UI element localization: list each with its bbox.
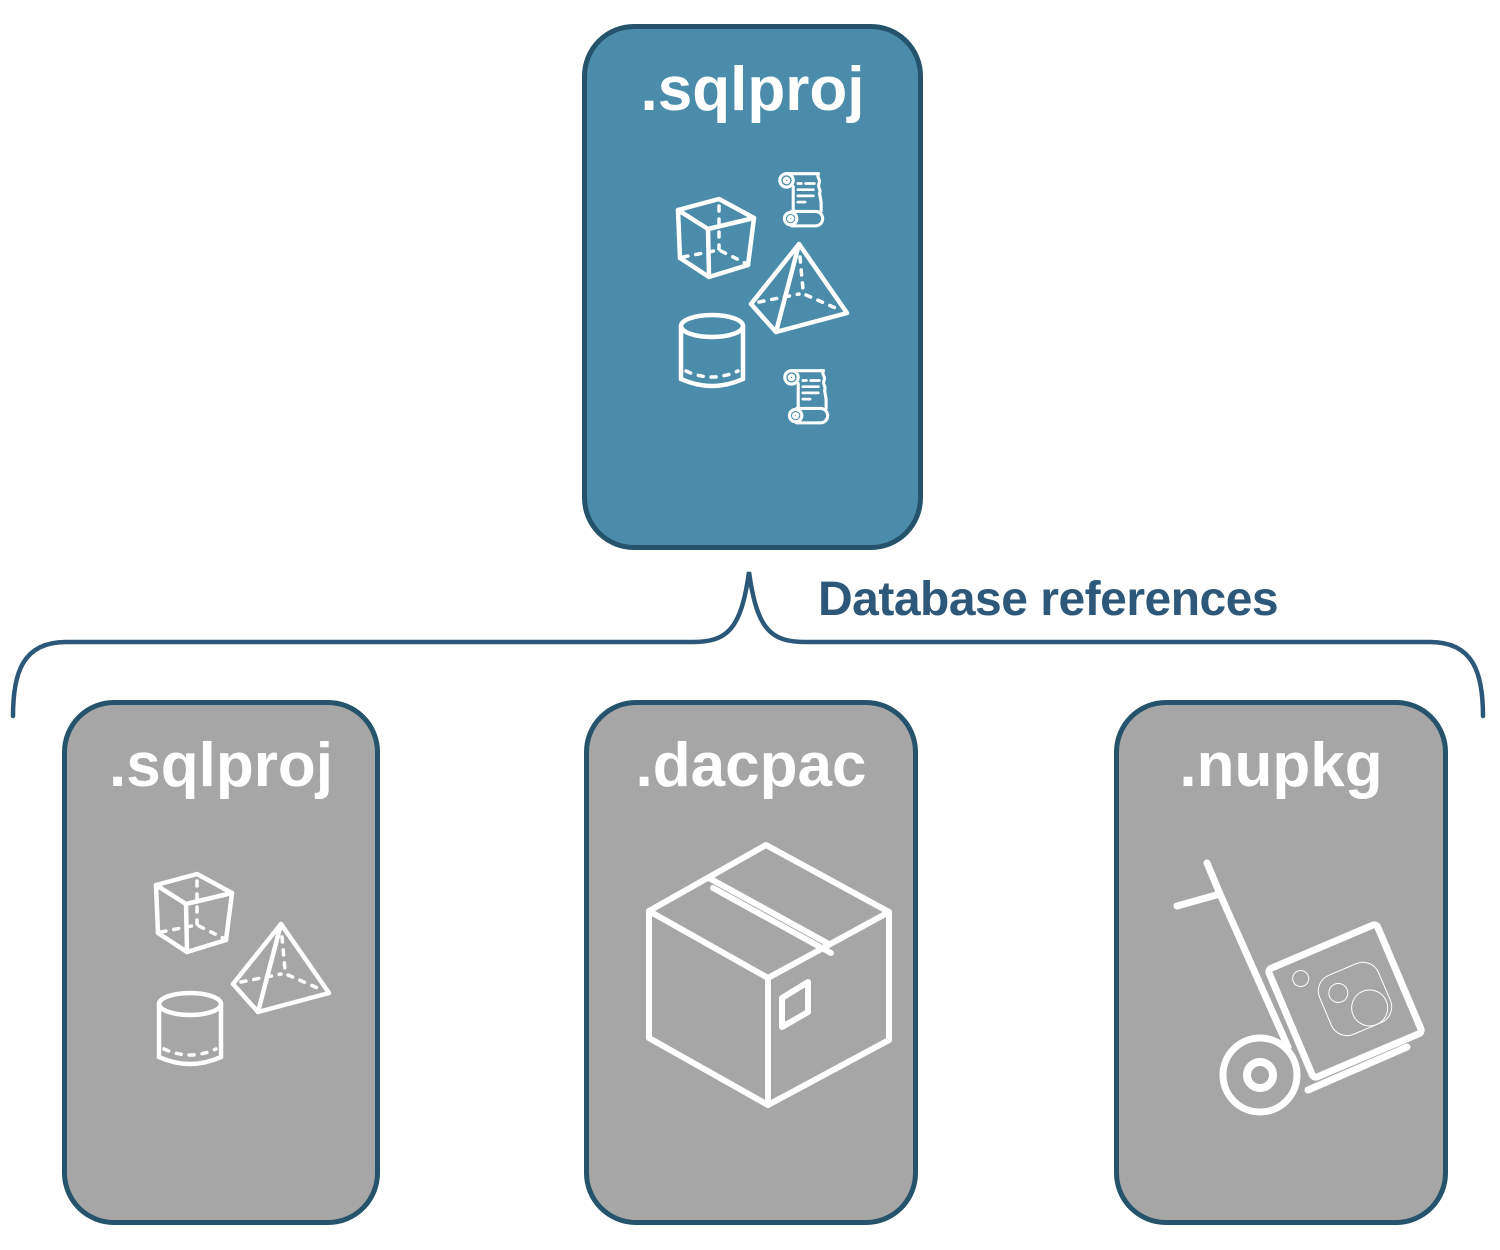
node-child-nupkg: .nupkg <box>1114 700 1448 1225</box>
cube-icon <box>149 870 235 956</box>
cube-icon <box>671 195 757 281</box>
child-node-title: .sqlproj <box>109 731 333 800</box>
nuget-hand-truck-icon <box>1173 853 1433 1119</box>
package-box-icon <box>646 842 892 1108</box>
node-child-dacpac: .dacpac <box>584 700 918 1225</box>
child-node-title: .nupkg <box>1179 731 1383 800</box>
cylinder-icon <box>156 991 224 1073</box>
root-node-title: .sqlproj <box>640 55 865 124</box>
node-child-sqlproj: .sqlproj <box>62 700 380 1225</box>
pyramid-icon <box>229 920 333 1016</box>
connector-label: Database references <box>818 573 1279 626</box>
pyramid-icon <box>747 240 851 336</box>
child-node-title: .dacpac <box>635 731 867 800</box>
script-scroll-icon <box>778 172 825 228</box>
script-scroll-icon <box>783 369 830 425</box>
cylinder-icon <box>678 313 746 395</box>
node-root-sqlproj: .sqlproj <box>582 24 923 550</box>
